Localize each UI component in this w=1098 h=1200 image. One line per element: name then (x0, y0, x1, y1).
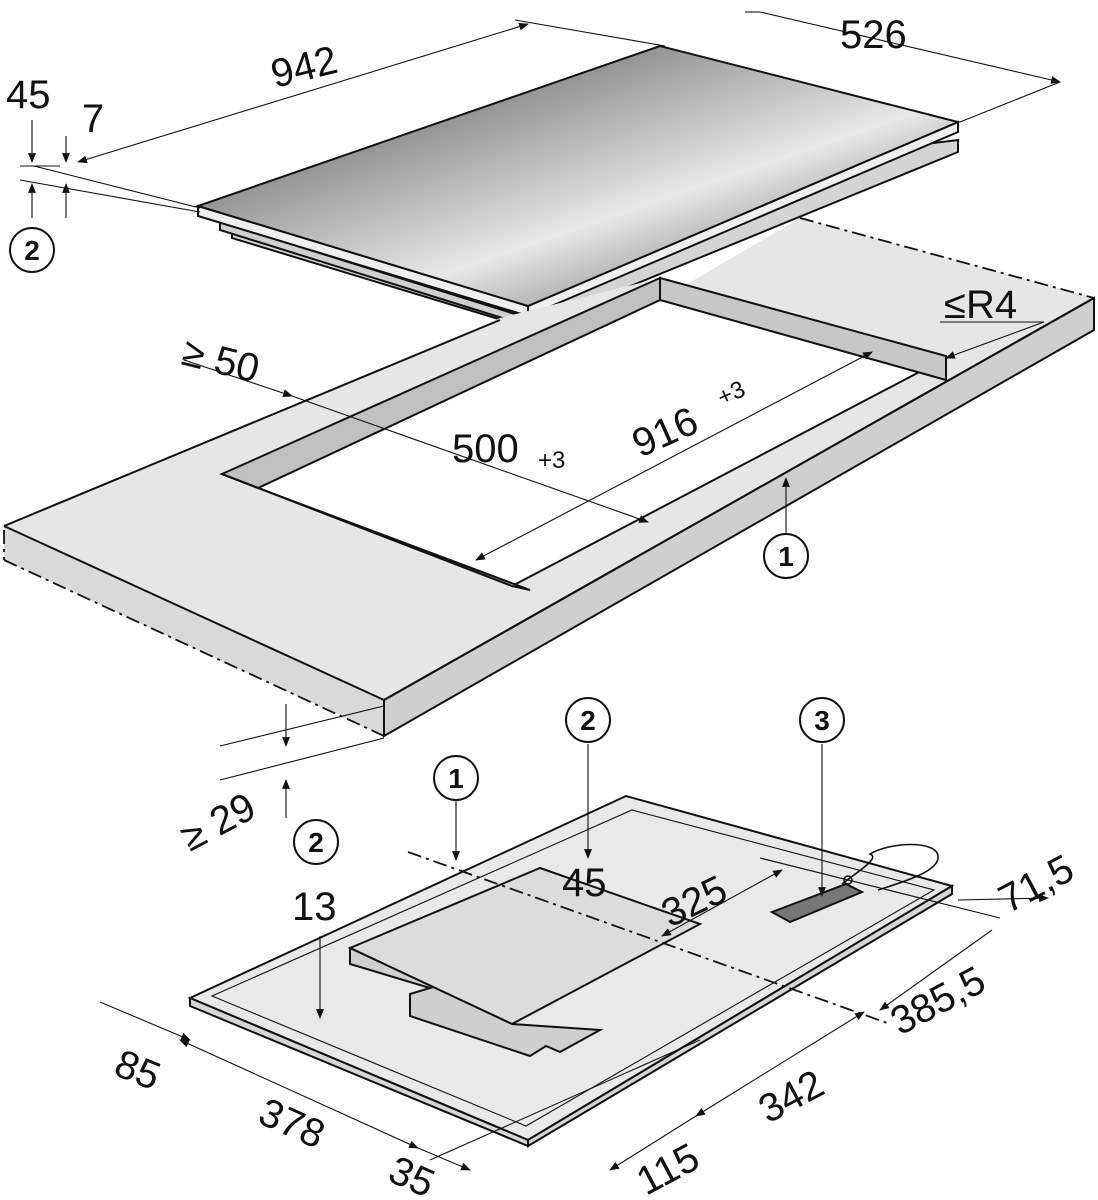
callout-2-bottom-center: 2 (565, 697, 611, 743)
callout-2-bottom-left: 2 (293, 819, 339, 865)
hob-bottom-module-step (349, 946, 604, 1058)
dim-71-5: 71,5 (992, 847, 1081, 922)
hob-bottom-inner-frame (210, 809, 936, 1127)
callout-3-bottom: 3 (799, 697, 845, 743)
dim-hob-width: 942 (267, 38, 342, 97)
dim-bottom-13: 13 (292, 885, 337, 929)
dim-edge-distance: ≥ 50 (178, 330, 264, 391)
dim-115: 115 (630, 1135, 707, 1200)
dim-bottom-height: 45 (562, 861, 607, 905)
callout-1-bottom: 1 (433, 755, 479, 801)
dim-hob-depth: 526 (840, 13, 907, 57)
cutout-wall-right (659, 276, 947, 382)
dim-corner-radius: ≤R4 (944, 283, 1017, 327)
bottom-dimension-lines (99, 744, 1049, 1171)
hob-dimension-lines (19, 11, 1061, 218)
dim-cutout-depth-tol: +3 (538, 447, 565, 474)
worktop-dimension-lines (183, 321, 1045, 818)
svg-text:1: 1 (448, 763, 464, 794)
svg-text:1: 1 (778, 541, 794, 572)
dim-cutout-depth: 500 (452, 427, 519, 471)
svg-text:2: 2 (308, 827, 324, 858)
cutout-wall-left (221, 473, 531, 591)
dim-85: 85 (109, 1042, 167, 1099)
worktop-left-side (4, 526, 384, 736)
dim-worktop-thickness: ≥ 29 (174, 785, 263, 860)
dim-385-5: 385,5 (884, 958, 993, 1044)
dim-342: 342 (752, 1062, 832, 1132)
svg-text:2: 2 (580, 705, 596, 736)
svg-text:3: 3 (814, 705, 830, 736)
dim-total-height: 45 (6, 73, 51, 117)
callout-2-top: 2 (9, 227, 55, 273)
hob-glass-top (194, 44, 962, 330)
svg-text:2: 2 (24, 235, 40, 266)
callout-1-worktop: 1 (763, 477, 809, 579)
dim-378: 378 (252, 1090, 331, 1157)
dim-glass-height: 7 (82, 97, 104, 141)
power-cable (841, 843, 939, 891)
dim-35: 35 (382, 1148, 441, 1200)
